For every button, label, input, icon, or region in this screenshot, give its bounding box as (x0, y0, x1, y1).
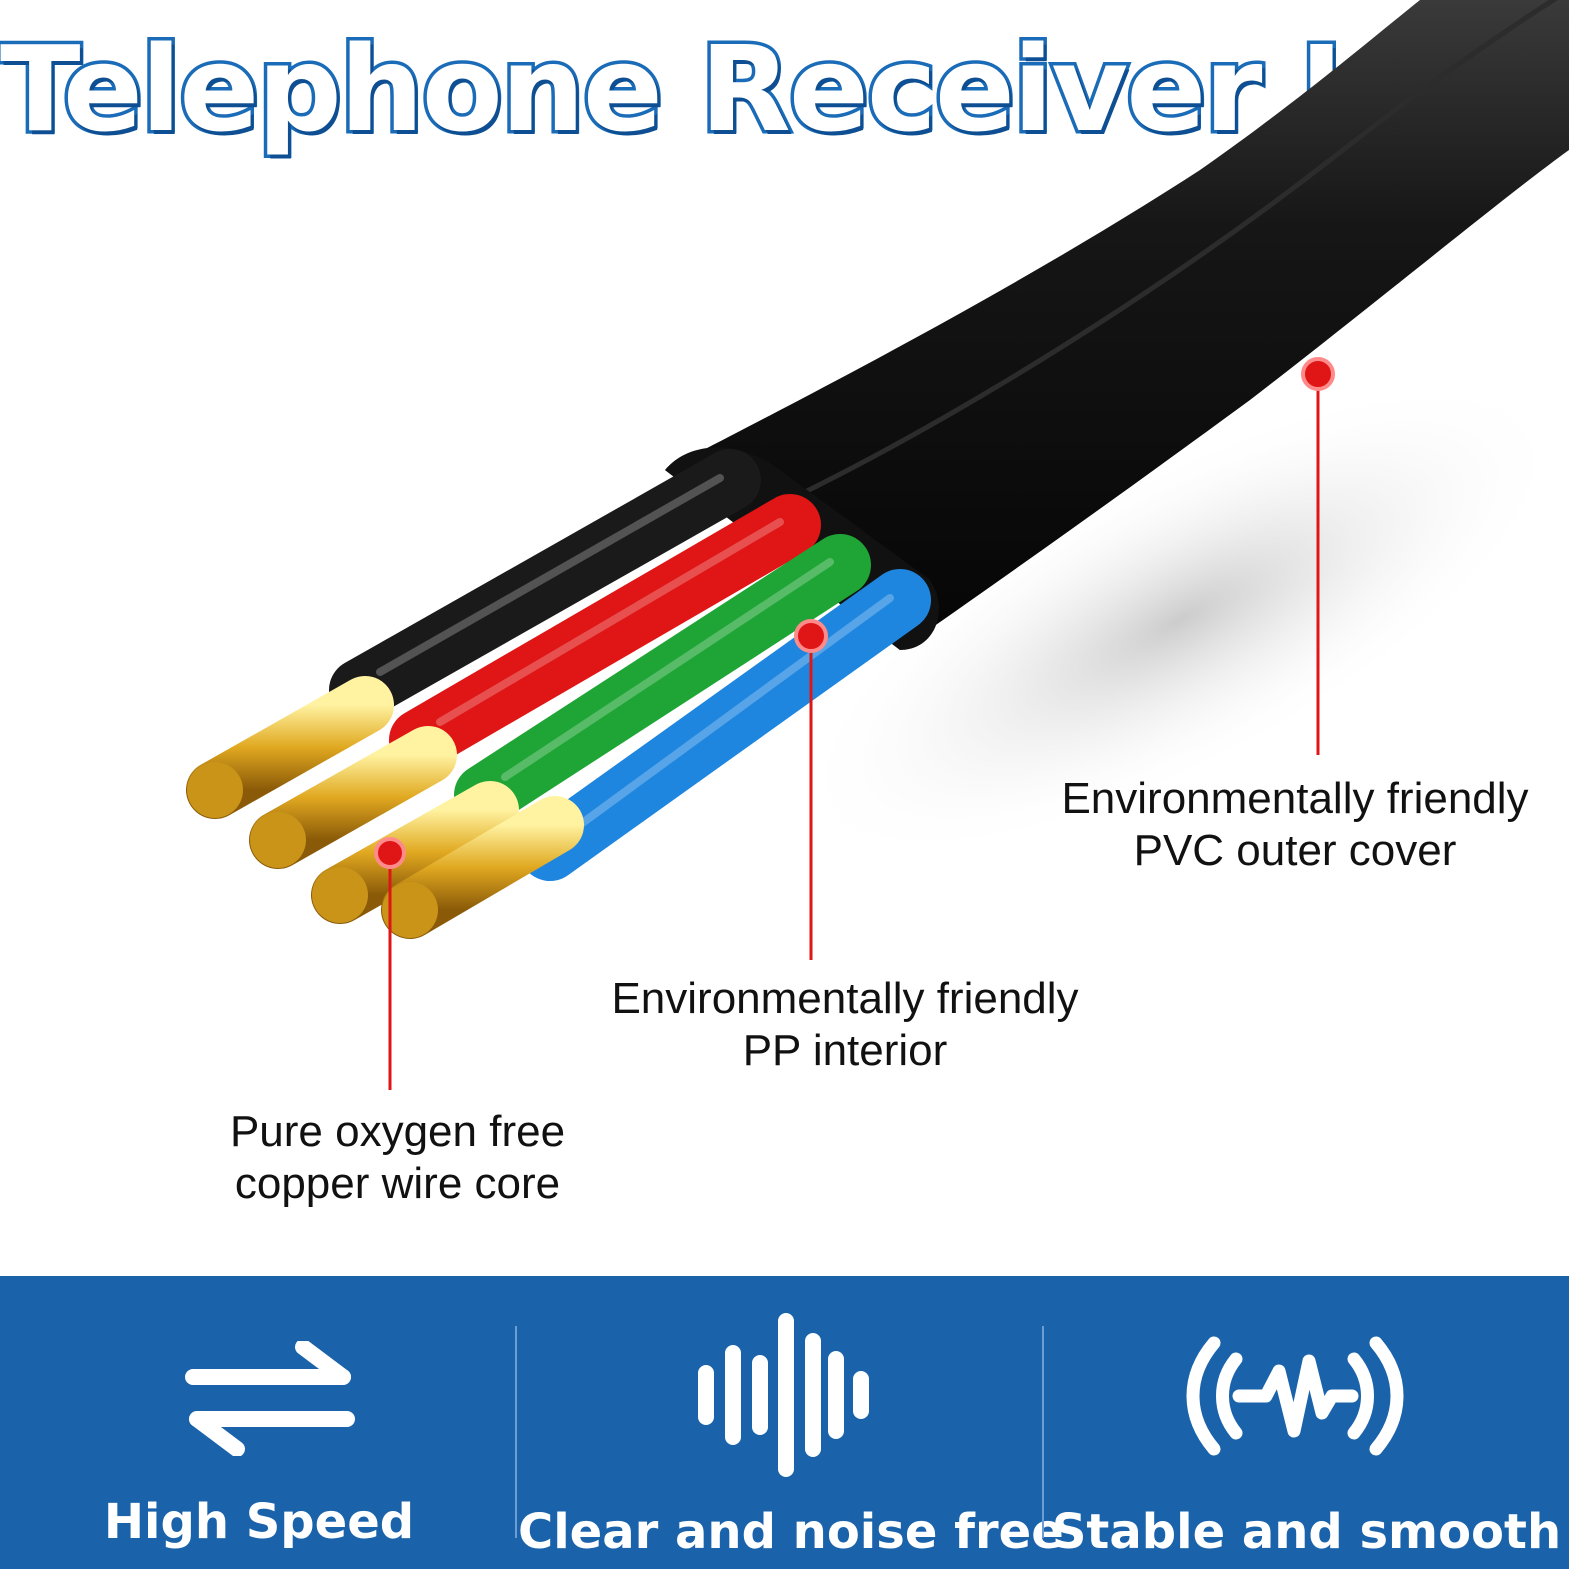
callout-pvc-line2: PVC outer cover (1133, 826, 1457, 875)
feature-stable-smooth: Stable and smooth (1044, 1276, 1569, 1569)
cable-shadow (793, 378, 1567, 862)
callout-copper-line2: copper wire core (234, 1159, 561, 1208)
inner-wires (329, 449, 931, 881)
feature-label-high-speed: High Speed (103, 1494, 415, 1550)
callout-pp-line2: PP interior (742, 1026, 948, 1075)
pulse-signal-icon (1186, 1336, 1404, 1456)
feature-label-clear-noise-free: Clear and noise free (518, 1504, 1064, 1560)
callout-pp-line1: Environmentally friendly (611, 974, 1079, 1023)
feature-label-stable-smooth: Stable and smooth (1051, 1504, 1562, 1560)
wire-red (389, 494, 821, 771)
bidirectional-arrows-icon (185, 1341, 355, 1456)
callout-pvc-line1: Environmentally friendly (1061, 774, 1529, 823)
cable-illustration (186, 0, 1569, 1090)
features-banner: High Speed Clear and noise free (0, 1276, 1569, 1569)
callout-pp-pointer (794, 619, 828, 960)
wire-black (329, 449, 761, 721)
callout-pvc-pointer (1301, 357, 1335, 755)
callout-copper-core: Pure oxygen free copper wire core (195, 1106, 600, 1210)
callout-copper-pointer (374, 837, 406, 1090)
sound-wave-icon (698, 1313, 869, 1477)
callout-copper-line1: Pure oxygen free (229, 1107, 566, 1156)
callout-pvc-outer-cover: Environmentally friendly PVC outer cover (1040, 773, 1550, 877)
wire-green (454, 534, 871, 826)
wire-highlights (376, 474, 894, 836)
copper-cores (186, 676, 584, 939)
callout-pp-interior: Environmentally friendly PP interior (590, 973, 1100, 1077)
wire-blue (519, 569, 931, 881)
jacket-groove (803, 0, 1558, 495)
banner-divider (515, 1326, 517, 1538)
banner-divider (1042, 1326, 1044, 1538)
feature-high-speed: High Speed (0, 1276, 518, 1569)
feature-clear-noise-free: Clear and noise free (518, 1276, 1064, 1569)
cable-jacket (665, 0, 1569, 650)
